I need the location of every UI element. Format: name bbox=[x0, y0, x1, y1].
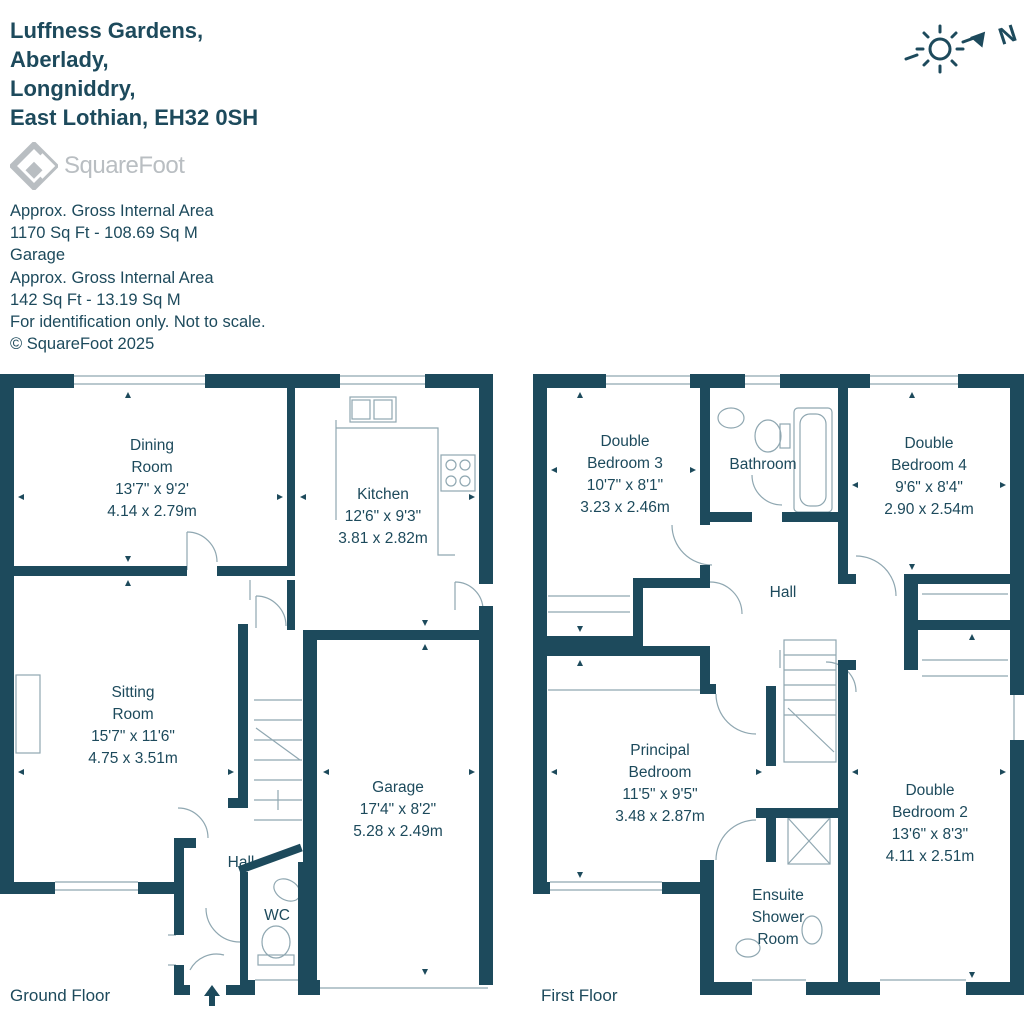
bed3-metric: 3.23 x 2.46m bbox=[580, 499, 670, 516]
principal-name-1: Principal bbox=[630, 742, 689, 759]
fireplace-icon bbox=[15, 674, 41, 754]
hob-icon bbox=[440, 454, 476, 492]
wc-cistern-icon bbox=[257, 954, 295, 966]
squarefoot-logo-mark-icon bbox=[10, 142, 58, 190]
wc-toilet-icon bbox=[261, 925, 291, 959]
ensuite-name-2: Shower bbox=[752, 909, 805, 926]
sitting-room-name-2: Room bbox=[112, 706, 153, 723]
floor-plans: Dining Room 13'7" x 9'2' 4.14 x 2.79m Ki… bbox=[0, 374, 1024, 1006]
ensuite-toilet-icon bbox=[801, 915, 823, 945]
kitchen-sink-icon bbox=[349, 396, 397, 423]
area-info-line-6: For identification only. Not to scale. bbox=[10, 313, 266, 332]
bathroom-toilet-icon bbox=[754, 419, 782, 453]
dining-room-imperial: 13'7" x 9'2' bbox=[115, 481, 189, 498]
bed3-imperial: 10'7" x 8'1" bbox=[587, 477, 663, 494]
first-floor-dimension-markers bbox=[551, 392, 1006, 978]
bed4-metric: 2.90 x 2.54m bbox=[884, 501, 974, 518]
area-info-line-7: © SquareFoot 2025 bbox=[10, 335, 155, 354]
area-info-line-1: Approx. Gross Internal Area bbox=[10, 202, 214, 220]
kitchen-name: Kitchen bbox=[357, 486, 409, 503]
sitting-room-name-1: Sitting bbox=[111, 684, 154, 701]
kitchen-imperial: 12'6" x 9'3" bbox=[345, 508, 421, 525]
ground-floor-fixtures bbox=[15, 375, 488, 989]
dining-room-metric: 4.14 x 2.79m bbox=[107, 503, 197, 520]
area-info-line-5: 142 Sq Ft - 13.19 Sq M bbox=[10, 290, 181, 309]
dining-room-name-1: Dining bbox=[130, 437, 174, 454]
garage-name: Garage bbox=[372, 779, 424, 796]
ground-floor-plan: Dining Room 13'7" x 9'2' 4.14 x 2.79m Ki… bbox=[0, 374, 493, 1006]
bed2-name-2: Bedroom 2 bbox=[892, 804, 968, 821]
area-info-line-3: Garage bbox=[10, 246, 66, 265]
first-floor-label: First Floor bbox=[541, 986, 618, 1005]
kitchen-metric: 3.81 x 2.82m bbox=[338, 530, 428, 547]
dining-room-name-2: Room bbox=[131, 459, 172, 476]
area-info: Approx. Gross Internal Area 1170 Sq Ft -… bbox=[10, 200, 266, 355]
area-info-line-2: 1170 Sq Ft - 108.69 Sq M bbox=[10, 224, 198, 243]
ensuite-name-1: Ensuite bbox=[752, 887, 804, 904]
ground-stairs-icon bbox=[254, 699, 302, 821]
principal-imperial: 11'5" x 9'5" bbox=[622, 786, 697, 803]
address-line-3: Longniddry, bbox=[10, 76, 136, 101]
bathroom-basin-icon bbox=[717, 407, 745, 429]
compass-sun-icon: N bbox=[904, 20, 1020, 74]
squarefoot-logo: SquareFoot bbox=[10, 140, 185, 192]
garage-imperial: 17'4" x 8'2" bbox=[360, 801, 436, 818]
wc-name: WC bbox=[264, 907, 290, 924]
ground-floor-label: Ground Floor bbox=[10, 986, 111, 1005]
north-label: N bbox=[995, 20, 1020, 51]
principal-metric: 3.48 x 2.87m bbox=[615, 808, 705, 825]
area-info-line-4: Approx. Gross Internal Area bbox=[10, 268, 214, 287]
bed4-imperial: 9'6" x 8'4" bbox=[895, 479, 963, 496]
first-floor-fixtures bbox=[548, 375, 1015, 981]
ground-hall-name: Hall bbox=[228, 854, 255, 871]
logo-text: SquareFoot bbox=[64, 152, 185, 179]
first-floor-plan: Double Bedroom 3 10'7" x 8'1" 3.23 x 2.4… bbox=[533, 374, 1024, 995]
first-floor-stairs-icon bbox=[779, 639, 837, 763]
address-line-1: Luffness Gardens, bbox=[10, 18, 204, 43]
principal-name-2: Bedroom bbox=[629, 764, 692, 781]
first-hall-name: Hall bbox=[770, 584, 797, 601]
bed3-name-1: Double bbox=[600, 433, 649, 450]
bed2-imperial: 13'6" x 8'3" bbox=[892, 826, 968, 843]
bed3-name-2: Bedroom 3 bbox=[587, 455, 663, 472]
bed2-metric: 4.11 x 2.51m bbox=[886, 848, 974, 865]
address-line-2: Aberlady, bbox=[10, 47, 109, 72]
first-floor-walls bbox=[533, 374, 1024, 995]
sitting-room-metric: 4.75 x 3.51m bbox=[88, 750, 178, 767]
bed4-name-1: Double bbox=[904, 435, 953, 452]
bed2-name-1: Double bbox=[905, 782, 954, 799]
bathroom-name: Bathroom bbox=[729, 456, 796, 473]
sitting-room-imperial: 15'7" x 11'6" bbox=[91, 728, 175, 745]
ensuite-basin-icon bbox=[735, 938, 761, 958]
ground-floor-walls bbox=[0, 374, 493, 1006]
property-address: Luffness Gardens, Aberlady, Longniddry, … bbox=[10, 16, 258, 132]
ground-floor-dimension-markers bbox=[18, 392, 475, 975]
address-line-4: East Lothian, EH32 0SH bbox=[10, 105, 259, 130]
garage-metric: 5.28 x 2.49m bbox=[353, 823, 443, 840]
ensuite-name-3: Room bbox=[757, 931, 798, 948]
entrance-arrow-icon bbox=[204, 985, 220, 1006]
bed4-name-2: Bedroom 4 bbox=[891, 457, 967, 474]
